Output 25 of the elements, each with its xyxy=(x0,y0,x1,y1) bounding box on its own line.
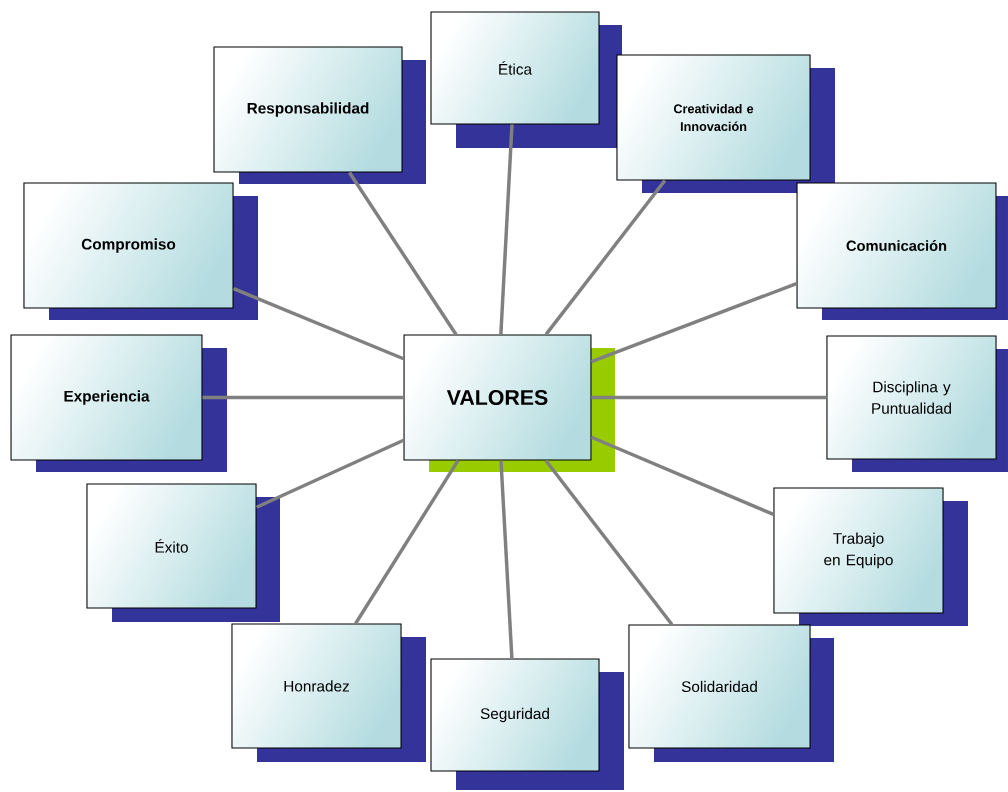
value-box: Solidaridad xyxy=(628,624,834,762)
connector-line xyxy=(354,459,460,625)
connector-line xyxy=(202,395,404,400)
connector-line xyxy=(499,124,514,335)
value-box: Responsabilidad xyxy=(213,46,426,184)
value-box: Honradez xyxy=(231,623,426,762)
connector-line xyxy=(591,395,827,400)
value-box: Comunicación xyxy=(796,182,1008,320)
value-box: Trabajo en Equipo xyxy=(773,487,968,626)
connector-line xyxy=(590,435,775,517)
value-box: Éxito xyxy=(86,483,280,622)
connector-line xyxy=(590,281,798,364)
value-box: Creatividad e Innovación xyxy=(616,54,835,193)
connector-line xyxy=(499,460,514,659)
value-box: Compromiso xyxy=(23,182,258,320)
connector-line xyxy=(544,179,667,336)
connector-line xyxy=(232,287,405,361)
connector-line xyxy=(348,171,458,336)
center-box: VALORES xyxy=(403,334,615,472)
value-box: Ética xyxy=(430,11,622,148)
value-box: Experiencia xyxy=(10,334,227,472)
value-box: Seguridad xyxy=(430,658,624,790)
connector-line xyxy=(255,438,405,509)
value-box: Disciplina y Puntualidad xyxy=(826,335,1008,472)
connector-line xyxy=(544,459,674,626)
